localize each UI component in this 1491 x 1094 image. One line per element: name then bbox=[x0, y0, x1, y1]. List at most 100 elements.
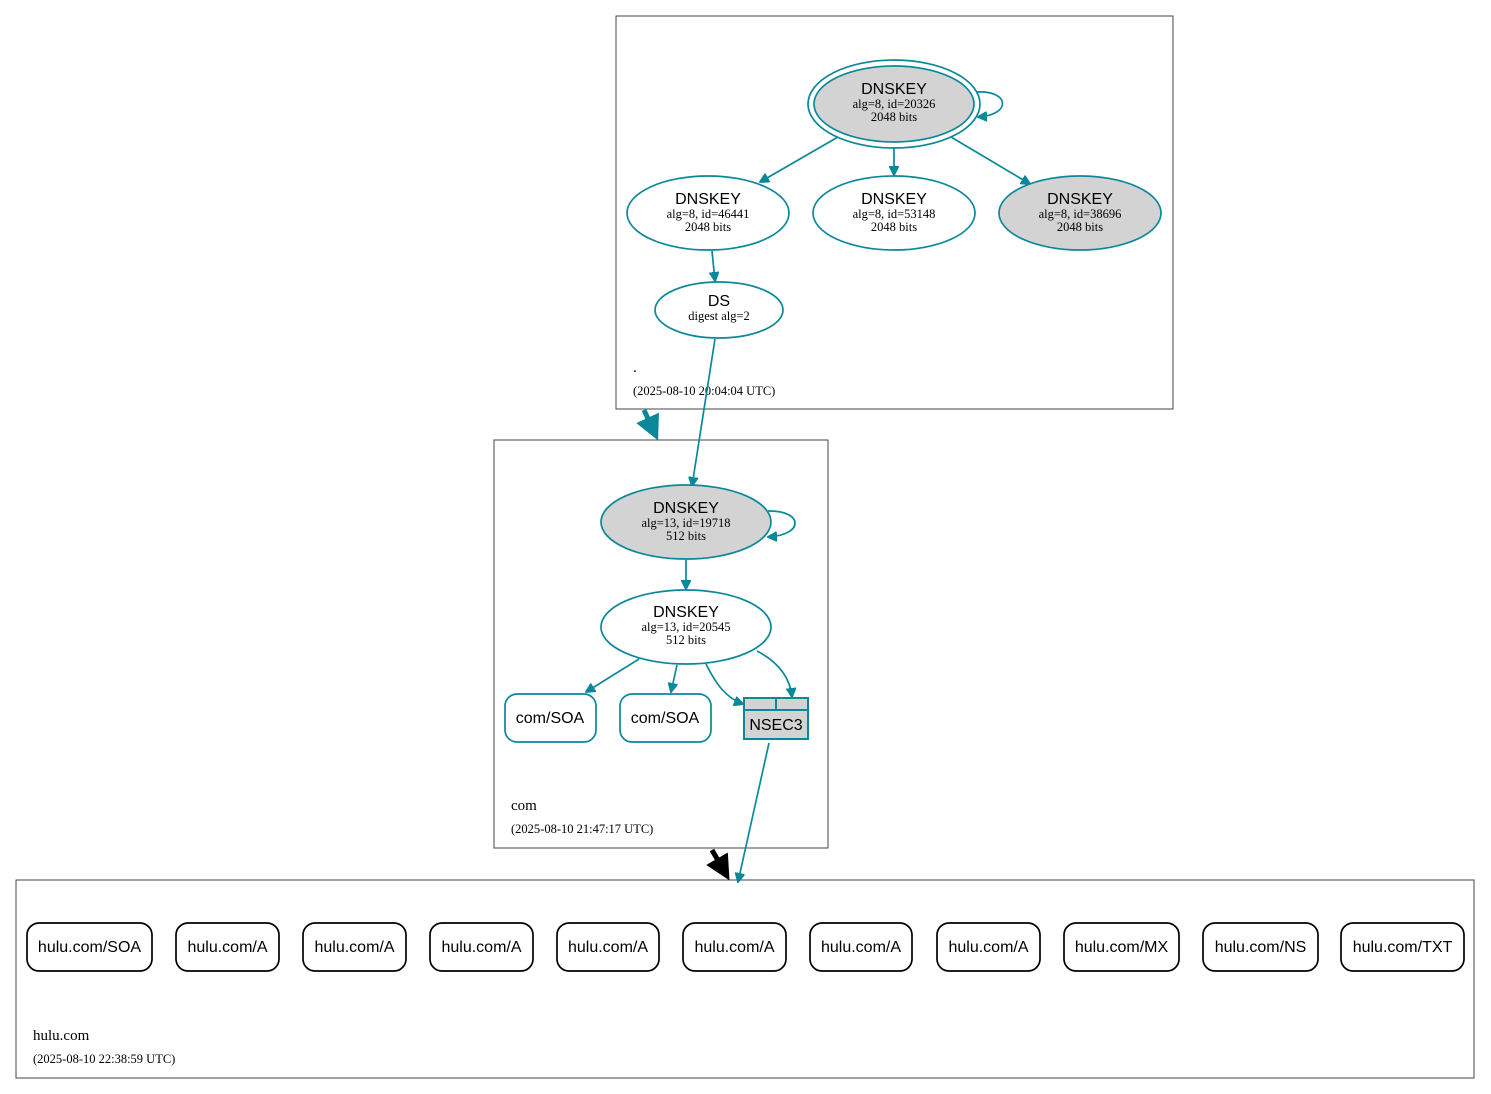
edge-com-zsk-to-nsec3-b bbox=[756, 650, 792, 697]
hulu-record[interactable]: hulu.com/A bbox=[809, 922, 913, 972]
hulu-record-box bbox=[556, 922, 660, 972]
node-title: DNSKEY bbox=[1047, 191, 1113, 208]
zone-root-timestamp: (2025-08-10 20:04:04 UTC) bbox=[633, 384, 775, 398]
node-shape bbox=[813, 65, 975, 143]
hulu-record-label: hulu.com/A bbox=[568, 939, 648, 956]
hulu-records: hulu.com/SOA hulu.com/A hulu.com/A hulu.com… bbox=[26, 922, 1465, 972]
node-alg-id: alg=8, id=20326 bbox=[853, 97, 936, 111]
zone-hulu-box bbox=[15, 879, 1475, 1079]
node-alg-id: alg=8, id=53148 bbox=[853, 207, 936, 221]
edge-delegation-com-hulu bbox=[706, 848, 730, 881]
hulu-record-box bbox=[936, 922, 1041, 972]
node-title: DS bbox=[708, 293, 730, 310]
node-title: DNSKEY bbox=[653, 604, 719, 621]
node-shape bbox=[998, 175, 1162, 251]
node-nsec3[interactable]: NSEC3 bbox=[743, 697, 809, 740]
node-bits: 2048 bits bbox=[1057, 220, 1103, 234]
edge-root-ksk-self bbox=[975, 91, 1004, 117]
hulu-record-label: hulu.com/A bbox=[948, 939, 1028, 956]
hulu-record-label: hulu.com/SOA bbox=[38, 939, 141, 956]
node-shape bbox=[600, 484, 772, 560]
hulu-record[interactable]: hulu.com/TXT bbox=[1340, 922, 1465, 972]
hulu-record-box bbox=[1202, 922, 1319, 972]
edge-ds-to-com-ksk bbox=[692, 338, 716, 486]
edges bbox=[586, 91, 1030, 882]
edge-com-zsk-to-soa2 bbox=[671, 664, 677, 692]
node-alg-id: alg=8, id=38696 bbox=[1039, 207, 1122, 221]
hulu-record-label: hulu.com/A bbox=[441, 939, 521, 956]
edge-com-zsk-to-soa1 bbox=[586, 658, 640, 692]
zone-com-name: com bbox=[511, 798, 537, 814]
node-title: DNSKEY bbox=[861, 81, 927, 98]
hulu-record[interactable]: hulu.com/A bbox=[682, 922, 787, 972]
node-root-zsk-53148[interactable]: DNSKEY alg=8, id=53148 2048 bits bbox=[812, 175, 976, 251]
hulu-record[interactable]: hulu.com/A bbox=[302, 922, 407, 972]
zone-com-timestamp: (2025-08-10 21:47:17 UTC) bbox=[511, 822, 653, 836]
hulu-record-box bbox=[302, 922, 407, 972]
node-alg-id: alg=8, id=46441 bbox=[667, 207, 750, 221]
node-root-zsk-46441[interactable]: DNSKEY alg=8, id=46441 2048 bits bbox=[626, 175, 790, 251]
hulu-record-label: hulu.com/NS bbox=[1215, 939, 1307, 956]
hulu-record-box bbox=[809, 922, 913, 972]
node-bits: 2048 bits bbox=[871, 220, 917, 234]
edge-nsec3-to-hulu bbox=[738, 742, 770, 882]
node-label: com/SOA bbox=[516, 710, 585, 727]
hulu-record-label: hulu.com/A bbox=[694, 939, 774, 956]
node-shape bbox=[619, 693, 712, 743]
hulu-record-label: hulu.com/A bbox=[187, 939, 267, 956]
hulu-record-box bbox=[1063, 922, 1180, 972]
node-root-ksk-20326[interactable]: DNSKEY alg=8, id=20326 2048 bits bbox=[807, 59, 981, 149]
edge-com-zsk-to-nsec3-a bbox=[705, 663, 743, 704]
node-title: DNSKEY bbox=[861, 191, 927, 208]
node-com-soa-1[interactable]: com/SOA bbox=[504, 693, 597, 743]
node-bits: 512 bits bbox=[666, 529, 706, 543]
hulu-record-box bbox=[26, 922, 153, 972]
hulu-record-label: hulu.com/A bbox=[821, 939, 901, 956]
hulu-record[interactable]: hulu.com/SOA bbox=[26, 922, 153, 972]
node-title: DNSKEY bbox=[675, 191, 741, 208]
node-bits: 512 bits bbox=[666, 633, 706, 647]
node-shape bbox=[812, 175, 976, 251]
hulu-record-box bbox=[175, 922, 280, 972]
zone-hulu-timestamp: (2025-08-10 22:38:59 UTC) bbox=[33, 1052, 175, 1066]
node-ds[interactable]: DS digest alg=2 bbox=[654, 281, 784, 339]
zone-hulu: hulu.com (2025-08-10 22:38:59 UTC) bbox=[15, 879, 1475, 1079]
node-root-key-38696[interactable]: DNSKEY alg=8, id=38696 2048 bits bbox=[998, 175, 1162, 251]
hulu-record[interactable]: hulu.com/A bbox=[429, 922, 534, 972]
hulu-record[interactable]: hulu.com/A bbox=[175, 922, 280, 972]
node-outer-ring bbox=[807, 59, 981, 149]
node-com-soa-2[interactable]: com/SOA bbox=[619, 693, 712, 743]
edge-root-ksk-to-zsk1 bbox=[760, 136, 839, 182]
edge-com-ksk-self bbox=[768, 510, 796, 537]
node-shape bbox=[654, 281, 784, 339]
node-title: DNSKEY bbox=[653, 500, 719, 517]
node-com-ksk-19718[interactable]: DNSKEY alg=13, id=19718 512 bits bbox=[600, 484, 772, 560]
hulu-record-label: hulu.com/TXT bbox=[1353, 939, 1453, 956]
node-shape bbox=[626, 175, 790, 251]
zone-root-name: . bbox=[633, 360, 637, 376]
hulu-record[interactable]: hulu.com/MX bbox=[1063, 922, 1180, 972]
hulu-record[interactable]: hulu.com/A bbox=[936, 922, 1041, 972]
node-digest-alg: digest alg=2 bbox=[688, 309, 750, 323]
node-bits: 2048 bits bbox=[685, 220, 731, 234]
hulu-record-label: hulu.com/A bbox=[314, 939, 394, 956]
hulu-record-box bbox=[682, 922, 787, 972]
node-bits: 2048 bits bbox=[871, 110, 917, 124]
edge-zsk1-to-ds bbox=[712, 250, 715, 281]
node-com-zsk-20545[interactable]: DNSKEY alg=13, id=20545 512 bits bbox=[600, 589, 772, 665]
hulu-record-box bbox=[429, 922, 534, 972]
edge-root-ksk-to-ksk2 bbox=[950, 136, 1030, 184]
edge-delegation-root-com bbox=[636, 408, 659, 441]
node-label: com/SOA bbox=[631, 710, 700, 727]
zone-hulu-name: hulu.com bbox=[33, 1028, 90, 1044]
hulu-record-label: hulu.com/MX bbox=[1075, 939, 1169, 956]
node-alg-id: alg=13, id=19718 bbox=[641, 516, 730, 530]
hulu-record-box bbox=[1340, 922, 1465, 972]
node-shape bbox=[600, 589, 772, 665]
node-shape bbox=[504, 693, 597, 743]
hulu-record[interactable]: hulu.com/A bbox=[556, 922, 660, 972]
node-label: NSEC3 bbox=[749, 717, 802, 734]
node-alg-id: alg=13, id=20545 bbox=[641, 620, 730, 634]
hulu-record[interactable]: hulu.com/NS bbox=[1202, 922, 1319, 972]
